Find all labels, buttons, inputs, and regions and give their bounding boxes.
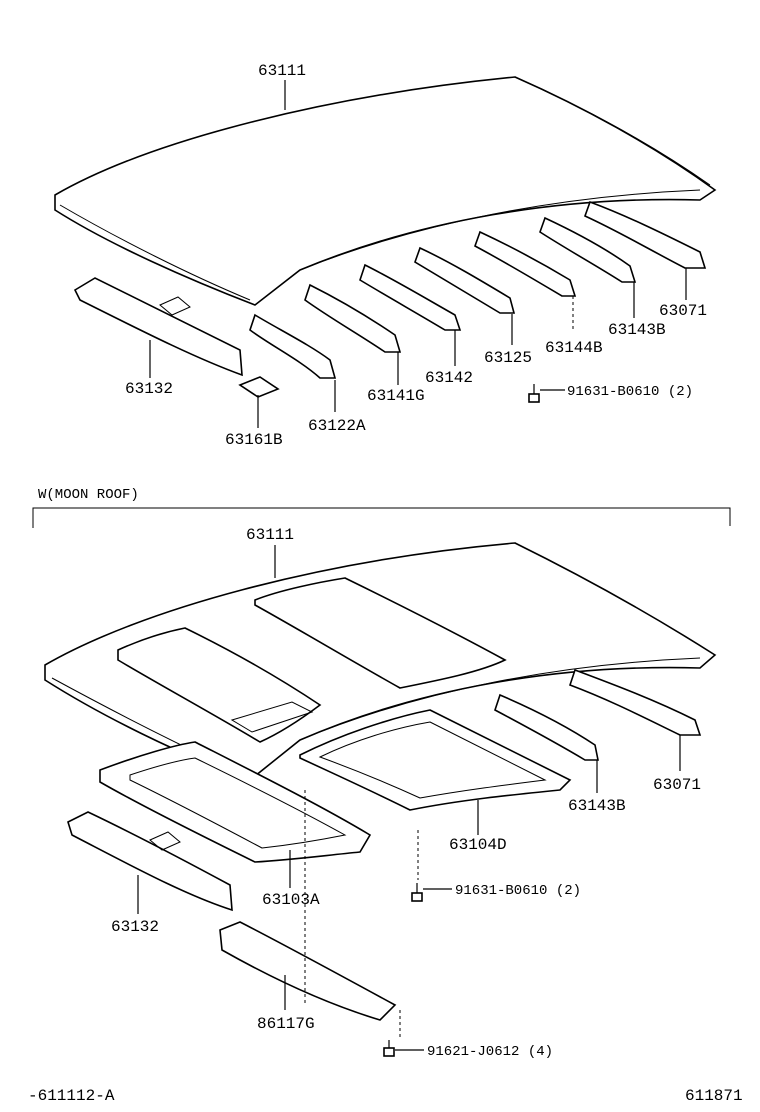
label-front-rail: 63122A xyxy=(308,417,366,435)
cushion-drawing xyxy=(238,376,280,398)
moonroof-bolt-2-icon xyxy=(383,1040,424,1057)
label-bow-2: 63142 xyxy=(425,369,473,387)
label-bow-6: 63071 xyxy=(659,302,707,320)
label-moonroof-housing: 63104D xyxy=(449,836,507,854)
roof-panel-drawing xyxy=(54,76,717,306)
upper-rear-rail-drawing xyxy=(73,277,243,377)
bracket-drawing xyxy=(219,921,397,1021)
frame-drawing xyxy=(99,741,372,863)
upper-bolt-icon xyxy=(528,384,565,403)
upper-roof-bows xyxy=(249,200,707,379)
section-bracket xyxy=(32,507,731,528)
moonroof-rear-rail-drawing xyxy=(67,811,233,912)
label-bow-4: 63144B xyxy=(545,339,603,357)
label-moonroof-frame: 63103A xyxy=(262,891,320,909)
upper-assembly: 63111 63132 63161B 63122A 63141G 63142 6… xyxy=(54,62,717,449)
moonroof-assembly: W(MOON ROOF) xyxy=(32,487,731,1060)
footer-left-code: -611112-A xyxy=(28,1087,115,1105)
label-moonroof-bolt-2: 91621-J0612 (4) xyxy=(427,1044,553,1060)
label-bow-3: 63125 xyxy=(484,349,532,367)
label-roof-panel: 63111 xyxy=(258,62,306,80)
label-rear-rail: 63132 xyxy=(125,380,173,398)
label-moonroof-bow-6: 63071 xyxy=(653,776,701,794)
label-moonroof-bolt-1: 91631-B0610 (2) xyxy=(455,883,581,899)
label-moonroof-rear-rail: 63132 xyxy=(111,918,159,936)
label-moonroof-bracket: 86117G xyxy=(257,1015,315,1033)
footer-right-code: 611871 xyxy=(685,1087,743,1105)
moonroof-bolt-1-icon xyxy=(411,883,452,902)
label-bow-1: 63141G xyxy=(367,387,425,405)
label-bolt: 91631-B0610 (2) xyxy=(567,384,693,400)
label-moonroof-roof-panel: 63111 xyxy=(246,526,294,544)
label-bow-5: 63143B xyxy=(608,321,666,339)
label-moonroof-bow-5: 63143B xyxy=(568,797,626,815)
section-title: W(MOON ROOF) xyxy=(38,487,139,503)
label-cushion: 63161B xyxy=(225,431,283,449)
